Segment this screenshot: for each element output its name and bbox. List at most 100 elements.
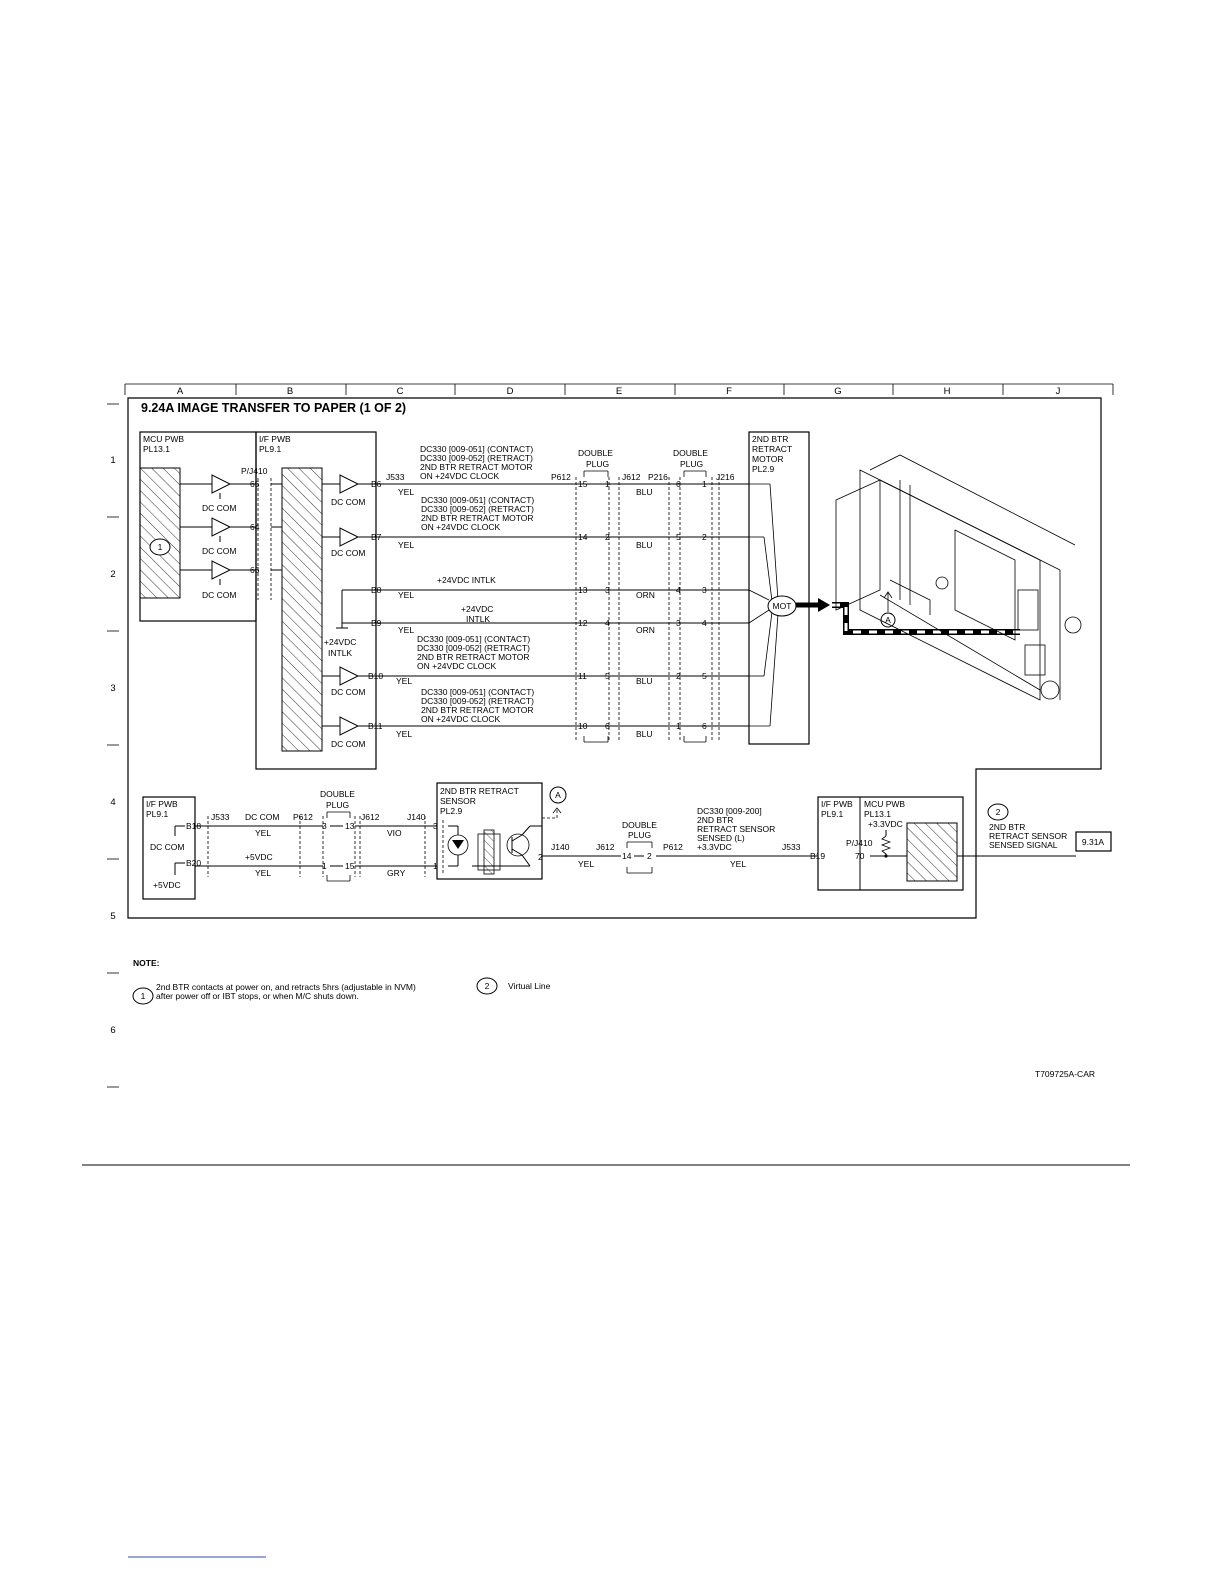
p216-pin-3: 3 xyxy=(676,618,681,628)
j612-pin-3: 3 xyxy=(605,585,610,595)
lower-j533: J533 xyxy=(211,812,230,822)
row-ruler: 1 2 3 4 5 6 xyxy=(107,403,119,1088)
lower-pin70: 70 xyxy=(855,851,865,861)
p612-pin-14: 14 xyxy=(578,532,588,542)
col-label-c: C xyxy=(397,386,404,397)
marker-a-upper: A xyxy=(885,615,891,625)
lower-virt-l3: SENSED SIGNAL xyxy=(989,840,1058,850)
p612-pin-11: 11 xyxy=(578,671,587,681)
signal-1-l4: ON +24VDC CLOCK xyxy=(420,471,499,481)
lower-virt-l2: RETRACT SENSOR xyxy=(989,831,1067,841)
lower-b18: B18 xyxy=(186,821,201,831)
row-label-6: 6 xyxy=(110,1025,115,1036)
j533-label: J533 xyxy=(386,472,405,482)
lower-signal-1: DC330 [009-200] xyxy=(697,806,762,816)
lower-yel1: YEL xyxy=(255,828,271,838)
mid-color-1: BLU xyxy=(636,487,653,497)
motor-l4: PL2.9 xyxy=(752,464,774,474)
row-label-5: 5 xyxy=(110,911,115,922)
column-ruler: A B C D E F G H J xyxy=(124,383,1114,397)
p216-pin-1: 1 xyxy=(676,721,681,731)
motor-virtual-line: A xyxy=(796,591,1020,635)
lower-j612b: J612 xyxy=(596,842,615,852)
lower-vio: VIO xyxy=(387,828,402,838)
col-label-h: H xyxy=(944,386,951,397)
sensor-l3: PL2.9 xyxy=(440,806,462,816)
mcu-pin-66: 66 xyxy=(250,565,260,575)
signal-1-l1: DC330 [009-051] (CONTACT) xyxy=(420,444,533,454)
row-label-4: 4 xyxy=(110,797,115,808)
lower-dc-com-label: DC COM xyxy=(245,812,279,822)
note-marker-1: 1 xyxy=(158,542,163,552)
signal-4-l3: 2ND BTR RETRACT MOTOR xyxy=(421,705,534,715)
if-dc-com-2: DC COM xyxy=(331,548,365,558)
lower-p612b: P612 xyxy=(663,842,683,852)
lower-signal-5: +3.3VDC xyxy=(697,842,732,852)
j612-pin-4: 4 xyxy=(605,618,610,628)
if-pwb-name: I/F PWB xyxy=(259,434,291,444)
lower-pin3: 3 xyxy=(322,821,327,831)
lower-pj410: P/J410 xyxy=(846,838,873,848)
col-label-g: G xyxy=(834,386,841,397)
col-label-f: F xyxy=(726,386,732,397)
lower-dc-com: DC COM xyxy=(150,842,184,852)
j612-label: J612 xyxy=(622,472,641,482)
sensor-l1: 2ND BTR RETRACT xyxy=(440,786,519,796)
mid-color-6: BLU xyxy=(636,729,653,739)
j612-pin-6: 6 xyxy=(605,721,610,731)
upper-harness: J533 P612 J612 P216 J216 DOUBLE PLUG DOU… xyxy=(368,444,749,743)
dc-com-1: DC COM xyxy=(202,503,236,513)
notes: NOTE: 1 2nd BTR contacts at power on, an… xyxy=(132,958,551,1005)
lower-j140b: J140 xyxy=(551,842,570,852)
note1-l1: 2nd BTR contacts at power on, and retrac… xyxy=(156,982,416,992)
pin-b11: B11 xyxy=(368,721,383,731)
note2-num: 2 xyxy=(485,981,490,991)
marker-a-lower: A xyxy=(555,790,561,800)
lower-yel3: YEL xyxy=(578,859,594,869)
mid-color-5: BLU xyxy=(636,676,653,686)
col-label-b: B xyxy=(287,386,293,397)
diagram-title: 9.24A IMAGE TRANSFER TO PAPER (1 OF 2) xyxy=(141,401,406,415)
j216-pin-6: 6 xyxy=(702,721,707,731)
lower-mcu-pl: PL13.1 xyxy=(864,809,891,819)
dc-com-2: DC COM xyxy=(202,546,236,556)
sensor-l2: SENSOR xyxy=(440,796,476,806)
p612-pin-12: 12 xyxy=(578,618,588,628)
mid-color-4: ORN xyxy=(636,625,655,635)
lower-gry: GRY xyxy=(387,868,406,878)
lower-double2: DOUBLE xyxy=(622,820,657,830)
btr-assembly-illustration xyxy=(835,454,1082,701)
figure-id: T709725A-CAR xyxy=(1035,1069,1095,1079)
lower-if-pwb: I/F PWB xyxy=(146,799,178,809)
if-dc-com-4: DC COM xyxy=(331,739,365,749)
lower-j612: J612 xyxy=(361,812,380,822)
lower-mcu-pwb: MCU PWB xyxy=(864,799,905,809)
dc-com-3: DC COM xyxy=(202,590,236,600)
lower-if-pwb2: I/F PWB xyxy=(821,799,853,809)
col-label-j: J xyxy=(1056,386,1061,397)
mcu-pwb-block: MCU PWB PL13.1 1 DC COM DC COM DC COM xyxy=(139,431,257,622)
double-plug-1a: DOUBLE xyxy=(578,448,613,458)
col-label-e: E xyxy=(616,386,622,397)
col-label-a: A xyxy=(177,386,184,397)
lower-pin1: 1 xyxy=(322,861,327,871)
p612-pin-13: 13 xyxy=(578,585,588,595)
wire-color-b6: YEL xyxy=(398,487,414,497)
signal-3-l4: ON +24VDC CLOCK xyxy=(417,661,496,671)
if-dc-com-1: DC COM xyxy=(331,497,365,507)
lower-plug2: PLUG xyxy=(628,830,651,840)
lower-pin13: 13 xyxy=(345,821,355,831)
intlk-label: +24VDC INTLK xyxy=(437,575,496,585)
j216-pin-1: 1 xyxy=(702,479,707,489)
note2-text: Virtual Line xyxy=(508,981,551,991)
lower-if-pl: PL9.1 xyxy=(146,809,168,819)
motor-l2: RETRACT xyxy=(752,444,792,454)
row-label-1: 1 xyxy=(110,455,115,466)
mcu-pin-65: 65 xyxy=(250,479,260,489)
signal-3-l3: 2ND BTR RETRACT MOTOR xyxy=(417,652,530,662)
sensor-pin3: 3 xyxy=(433,821,438,831)
note1-l2: after power off or IBT stops, or when M/… xyxy=(156,991,359,1001)
wire-color-b8: YEL xyxy=(398,590,414,600)
p216-pin-6: 6 xyxy=(676,479,681,489)
p216-pin-4: 4 xyxy=(676,585,681,595)
